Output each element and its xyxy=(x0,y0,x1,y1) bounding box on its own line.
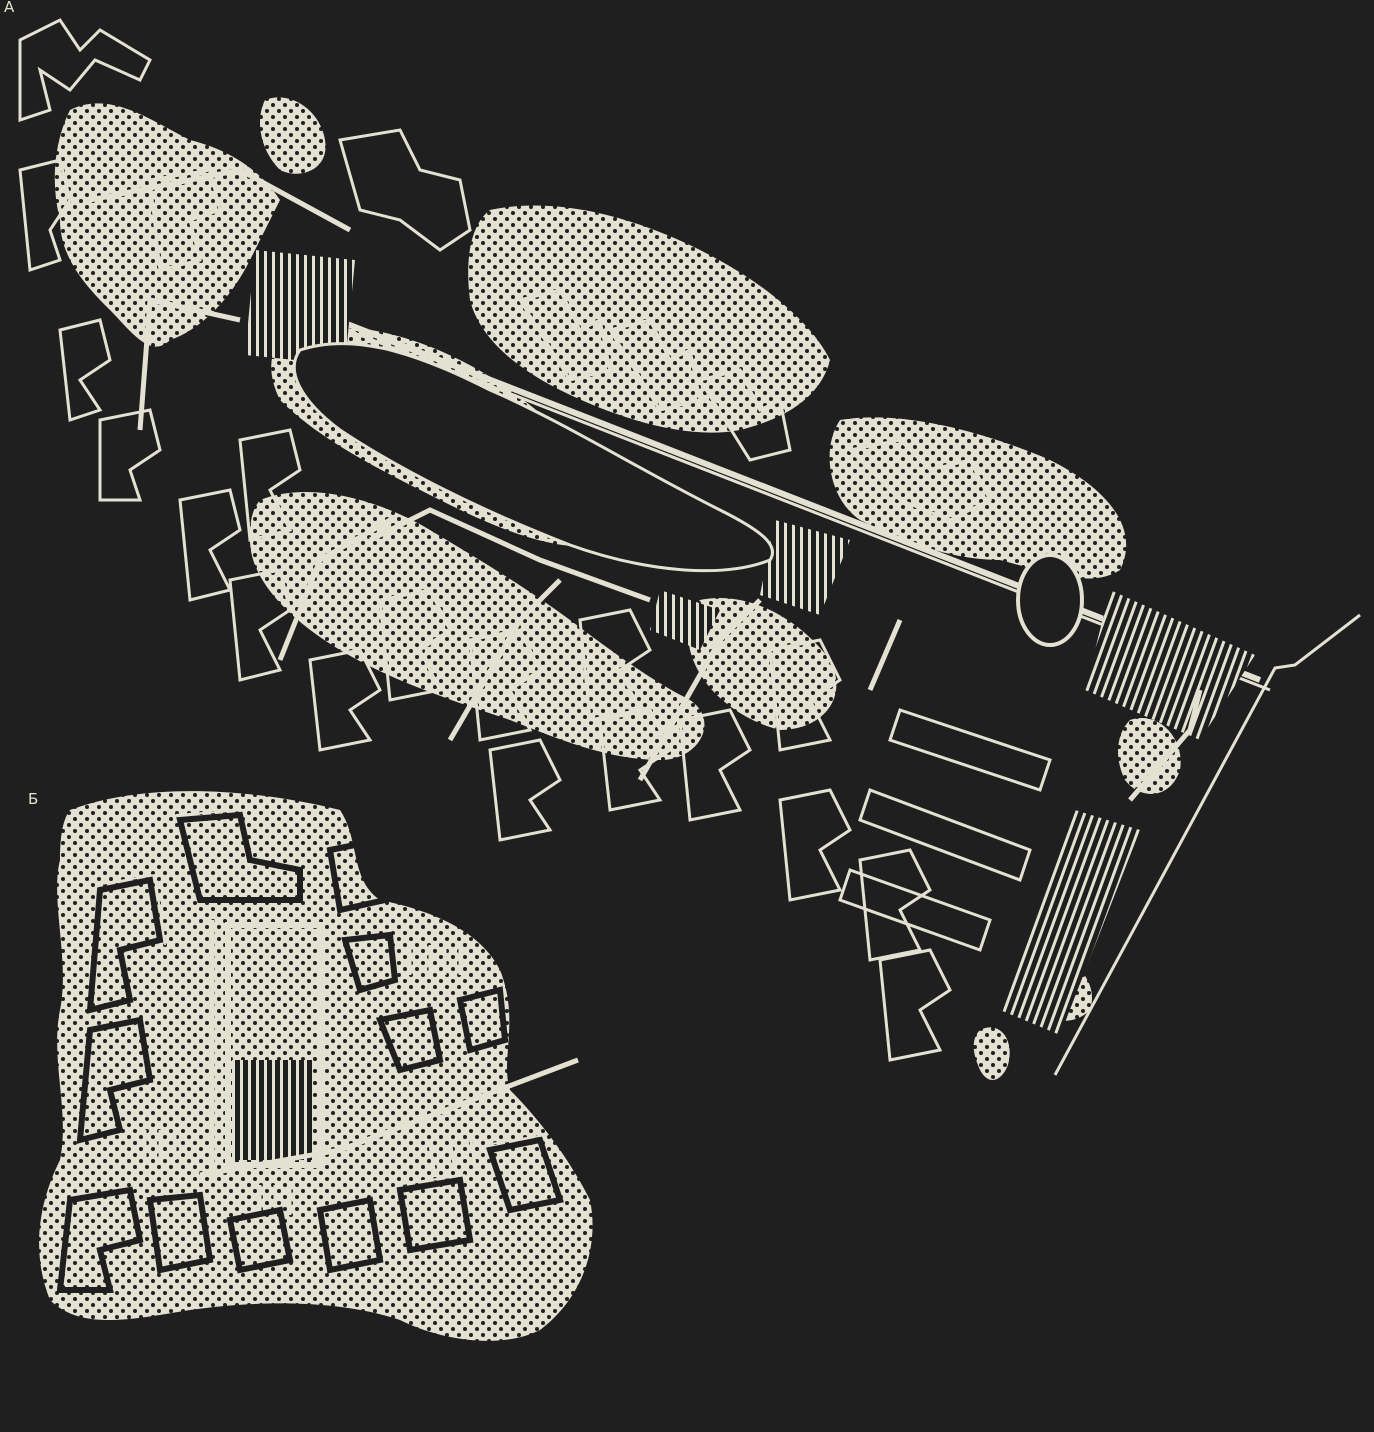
building-outline xyxy=(94,873,166,946)
main-road xyxy=(199,1057,579,1178)
building-block xyxy=(486,1136,564,1214)
greenery-area xyxy=(973,1027,1010,1080)
plan-a-paved-areas xyxy=(245,250,1255,1035)
greenery-area xyxy=(829,417,1127,579)
plan-a xyxy=(18,18,1361,1080)
building-block xyxy=(607,318,702,412)
footpath xyxy=(637,598,762,782)
building-block xyxy=(338,128,472,252)
building-block xyxy=(488,738,562,842)
building-block xyxy=(316,1196,384,1274)
paved-plaza xyxy=(1000,810,1140,1035)
paved-plaza xyxy=(650,590,720,650)
building-block xyxy=(18,18,152,123)
footpath xyxy=(89,167,352,233)
building-block xyxy=(148,168,222,272)
building-outline xyxy=(175,809,245,816)
building-block xyxy=(98,408,162,502)
building-block xyxy=(326,836,389,914)
paved-plaza xyxy=(1085,590,1255,740)
paved-plaza xyxy=(760,520,850,615)
building-block xyxy=(697,368,792,462)
building-block xyxy=(468,628,542,742)
building-block xyxy=(375,1006,444,1074)
building-block xyxy=(768,638,842,752)
building-block xyxy=(56,1186,144,1293)
greenery-area xyxy=(688,598,837,730)
building-block xyxy=(578,608,652,722)
building-block xyxy=(517,288,612,382)
building-block xyxy=(678,708,752,822)
building-block xyxy=(178,488,242,602)
footpath xyxy=(277,517,392,661)
greenery-area xyxy=(1118,718,1181,794)
plan-b-parking xyxy=(143,945,477,1215)
building-block xyxy=(226,1206,294,1274)
pond xyxy=(292,342,774,573)
building-outline xyxy=(484,1134,546,1146)
building-block xyxy=(176,811,303,903)
building-block xyxy=(396,1176,474,1254)
building-block xyxy=(878,948,952,1062)
plan-b-roads xyxy=(199,920,579,1178)
footpath xyxy=(137,296,241,431)
building-block xyxy=(86,876,164,1014)
footpath xyxy=(368,507,651,603)
footpath xyxy=(1128,689,1203,802)
stadium-track xyxy=(1016,553,1084,647)
building-block xyxy=(378,588,452,702)
building-outline xyxy=(394,1174,466,1186)
plan-b-buildings xyxy=(56,811,564,1293)
building-block xyxy=(341,931,399,994)
building-block xyxy=(228,568,292,682)
greenery-area xyxy=(250,491,705,760)
central-plaza-paved xyxy=(232,1060,312,1160)
building-block xyxy=(858,788,1032,882)
building-block xyxy=(456,986,509,1054)
footpath xyxy=(867,619,903,691)
building-block xyxy=(18,158,72,273)
panel-label-a: А xyxy=(4,0,15,16)
panel-label-b: Б xyxy=(28,790,39,808)
building-block xyxy=(146,1191,214,1274)
building-block xyxy=(846,438,993,522)
building-block xyxy=(58,318,112,423)
plan-b-building-lines xyxy=(94,809,546,1186)
plan-a-buildings xyxy=(18,18,1052,1062)
building-block xyxy=(838,868,992,952)
building-block xyxy=(858,848,932,962)
building-block xyxy=(888,708,1052,792)
building-block xyxy=(76,1016,154,1144)
building-block xyxy=(308,648,382,752)
plan-a-paths xyxy=(89,167,1203,802)
boundary-road xyxy=(1053,613,1361,1076)
building-block xyxy=(598,708,672,812)
paved-plaza xyxy=(245,250,355,365)
greenery-area xyxy=(260,97,326,174)
plan-b xyxy=(39,791,593,1341)
greenery-area xyxy=(54,103,280,347)
building-block xyxy=(238,428,302,542)
footpath xyxy=(447,578,562,742)
building-block xyxy=(778,788,852,902)
